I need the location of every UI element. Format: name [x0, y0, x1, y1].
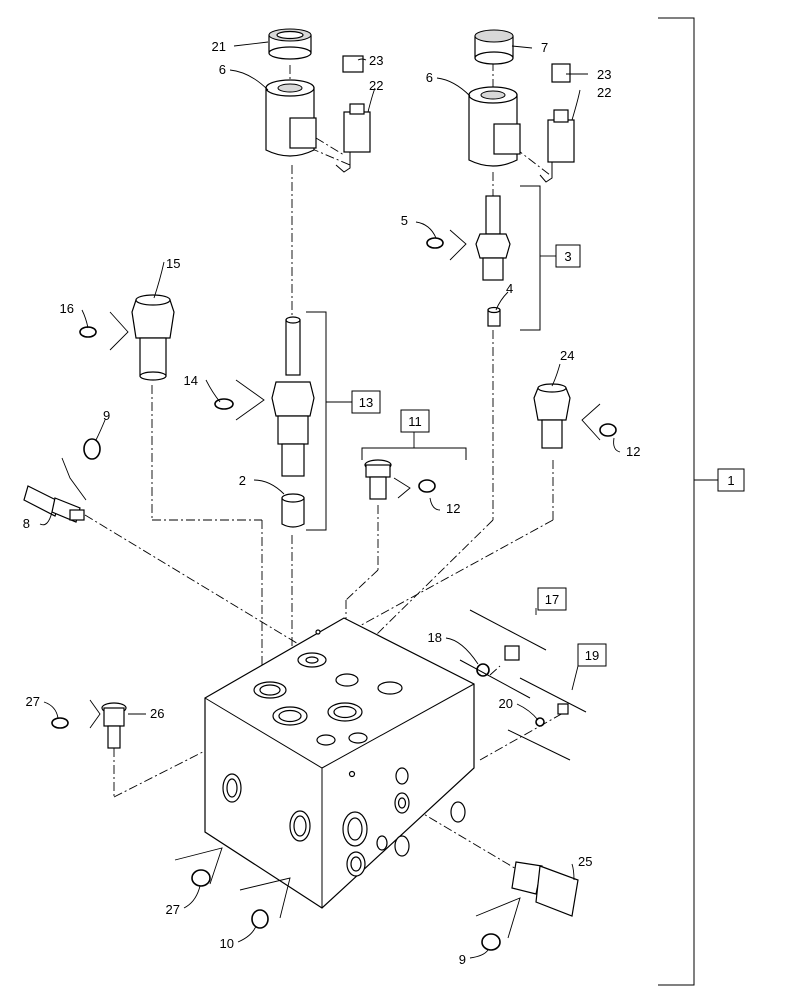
callout-box-1 — [717, 468, 745, 492]
cartridge-valve-13 — [235, 311, 352, 531]
callout-7: 7 — [541, 40, 548, 55]
callout-1: 1 — [727, 473, 734, 488]
callout-8: 8 — [23, 516, 30, 531]
callout-14: 14 — [184, 373, 198, 388]
callout-22-left: 22 — [369, 78, 383, 93]
callout-box-17 — [537, 587, 567, 611]
callout-box-13 — [351, 390, 381, 414]
callout-16: 16 — [60, 301, 74, 316]
callout-13: 13 — [359, 395, 373, 410]
callout-2: 2 — [239, 473, 246, 488]
plug-26 — [89, 699, 127, 749]
callout-25: 25 — [578, 854, 592, 869]
right-coil-assembly — [468, 29, 575, 183]
plug-17 — [459, 608, 547, 699]
callout-6-right: 6 — [426, 70, 433, 85]
plug-19 — [507, 665, 587, 761]
callout-boxes — [351, 244, 745, 667]
cartridge-valve-3 — [449, 185, 556, 331]
valve-24 — [533, 383, 601, 449]
callout-12-center: 12 — [446, 501, 460, 516]
left-coil-assembly — [265, 28, 371, 173]
callout-17: 17 — [545, 592, 559, 607]
cartridge-valve-15 — [109, 294, 175, 381]
callout-27-upper: 27 — [26, 694, 40, 709]
callout-6-left: 6 — [219, 62, 226, 77]
manifold-block — [204, 617, 475, 909]
callout-11: 11 — [408, 414, 422, 429]
callout-26: 26 — [150, 706, 164, 721]
callout-9-lower: 9 — [459, 952, 466, 967]
callout-23-right: 23 — [597, 67, 611, 82]
leader-lines — [39, 41, 621, 959]
callout-20: 20 — [499, 696, 513, 711]
callout-27-lower: 27 — [166, 902, 180, 917]
callout-24: 24 — [560, 348, 574, 363]
callout-labels: 1 3 13 11 17 19 21 6 23 22 7 6 23 22 5 4… — [23, 39, 735, 967]
callout-box-3 — [555, 244, 581, 268]
callout-21: 21 — [212, 39, 226, 54]
callout-18: 18 — [428, 630, 442, 645]
callout-10: 10 — [220, 936, 234, 951]
valve-8 — [23, 457, 87, 523]
callout-9-upper: 9 — [103, 408, 110, 423]
valve-25 — [475, 861, 579, 939]
o-rings — [51, 237, 617, 951]
callout-23-left: 23 — [369, 53, 383, 68]
callout-4: 4 — [506, 281, 513, 296]
valve-11 — [361, 430, 467, 500]
callout-15: 15 — [166, 256, 180, 271]
callout-5: 5 — [401, 213, 408, 228]
callout-19: 19 — [585, 648, 599, 663]
callout-22-right: 22 — [597, 85, 611, 100]
callout-box-11 — [400, 409, 430, 433]
callout-3: 3 — [564, 249, 571, 264]
callout-box-19 — [577, 643, 607, 667]
callout-12-right: 12 — [626, 444, 640, 459]
assembly-bracket — [658, 17, 718, 986]
